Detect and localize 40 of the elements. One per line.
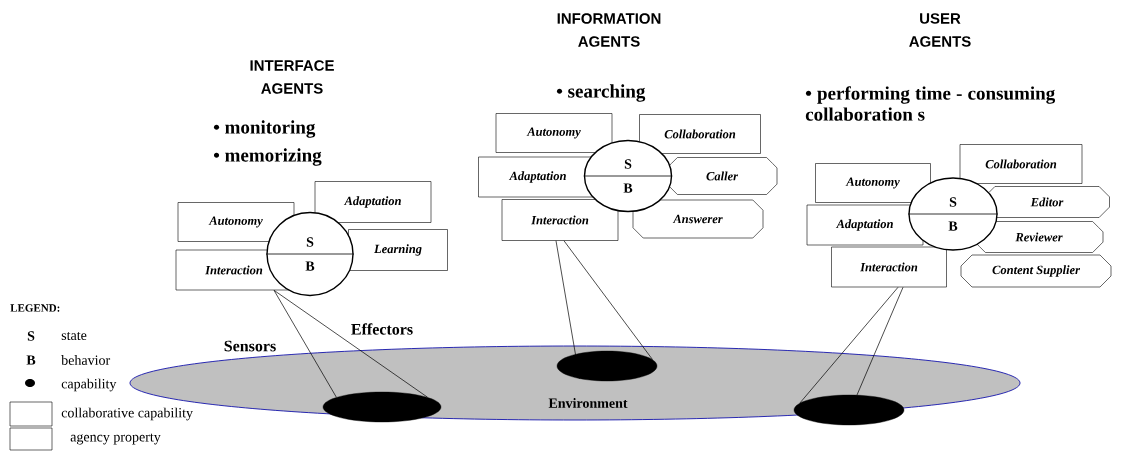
- connector-line: [799, 286, 899, 404]
- connector-line: [273, 289, 337, 398]
- collaborative-capability-box: Content Supplier: [960, 254, 1112, 288]
- bullet-item: • searching: [556, 84, 646, 102]
- legend-text: capability: [61, 378, 117, 392]
- capability-ellipse: [793, 394, 905, 426]
- legend-title: LEGEND:: [10, 304, 60, 312]
- legend-symbol: S: [27, 331, 35, 341]
- edge-label: Effectors: [351, 323, 413, 335]
- bullet-item: • performing time - consuming collaboration s: [805, 86, 1056, 121]
- heading: USER AGENTS: [909, 13, 971, 47]
- legend-text: behavior: [61, 355, 111, 365]
- agency-property-box: Autonomy: [177, 202, 295, 242]
- collaborative-capability-box: Reviewer: [974, 221, 1104, 253]
- legend-symbol: B: [26, 355, 36, 365]
- capability-ellipse: [556, 350, 658, 382]
- heading: INFORMATION AGENTS: [557, 13, 661, 47]
- agency-property-box: Interaction: [501, 199, 619, 241]
- agency-property-box: Learning: [348, 229, 448, 271]
- connector-line: [273, 289, 428, 398]
- legend-text: state: [61, 332, 87, 340]
- collaborative-capability-box: Caller: [666, 157, 778, 195]
- agency-property-box: Adaptation: [314, 181, 432, 223]
- heading: INTERFACE AGENTS: [250, 60, 334, 94]
- agency-property-box: Adaptation: [806, 204, 924, 246]
- connector-line: [563, 240, 653, 360]
- agency-property-box: Adaptation: [478, 156, 598, 198]
- agency-property-box: Collaboration: [639, 114, 761, 154]
- capability-ellipse: [322, 391, 442, 423]
- collaborative-capability-box: Editor: [984, 186, 1110, 218]
- bullet-item: • monitoring: [213, 120, 316, 138]
- agency-property-box: Autonomy: [495, 113, 613, 153]
- agency-property-box: Interaction: [831, 246, 947, 288]
- agency-property-box: Autonomy: [815, 163, 931, 203]
- bullet-item: • memorizing: [213, 148, 322, 166]
- collaborative-capability-box: Answerer: [632, 199, 764, 239]
- agency-property-box: Collaboration: [959, 144, 1083, 184]
- legend-text: agency property: [70, 433, 161, 445]
- connector-line: [555, 240, 580, 380]
- connector-line: [856, 286, 904, 396]
